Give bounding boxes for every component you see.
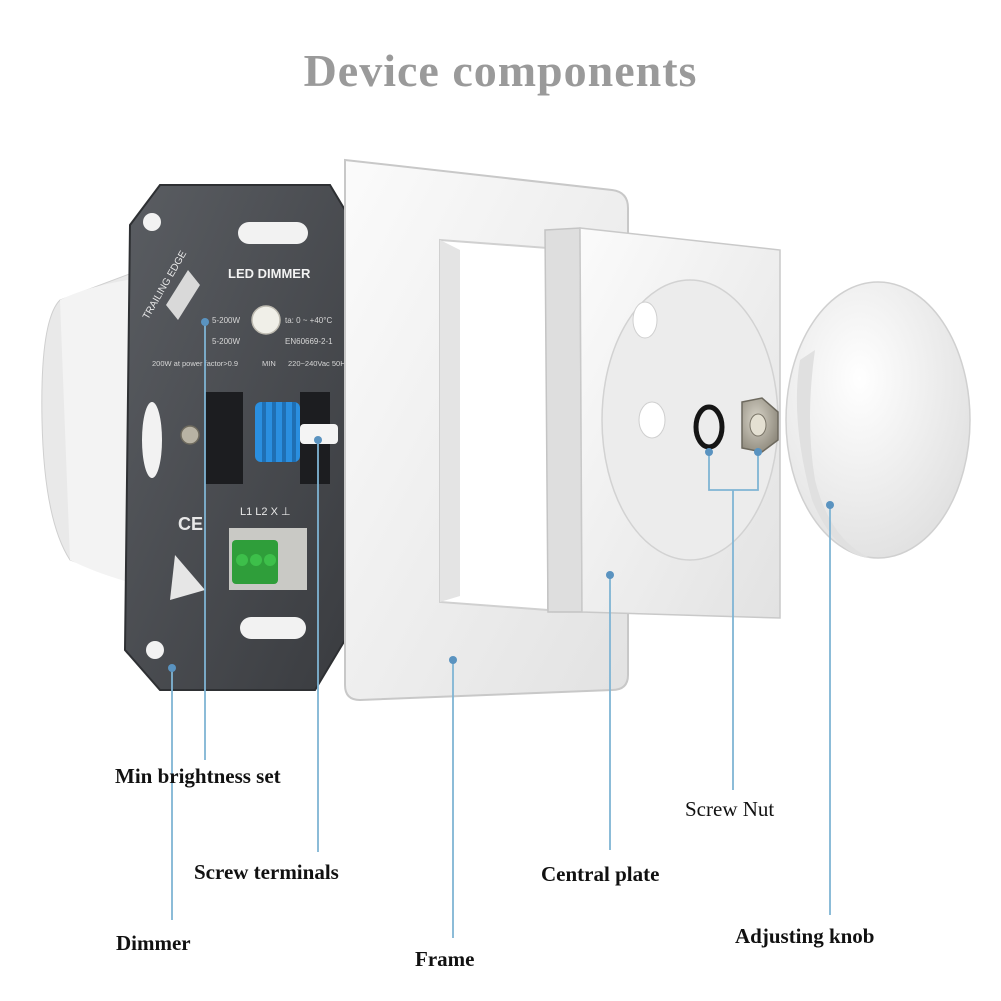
dimmer-terminal-text: L1 L2 X ⊥ <box>240 506 291 518</box>
dimmer-spec-1-right: ta: 0 ~ +40°C <box>285 316 332 325</box>
leader-dots <box>168 318 834 672</box>
dimmer-module <box>41 184 346 691</box>
dimmer-spec-2-left: 5-200W <box>212 337 240 346</box>
screw-nut <box>693 397 779 453</box>
label-central-plate: Central plate <box>541 862 660 886</box>
dimmer-spec-3-left: 200W at power factor>0.9 <box>152 359 238 368</box>
leader-lines <box>171 322 831 938</box>
label-screw-terminals: Screw terminals <box>194 860 339 884</box>
dimmer-spec-3-mid: MIN <box>262 359 276 368</box>
dimmer-brand-text: LED DIMMER <box>228 266 311 281</box>
label-adjusting-knob: Adjusting knob <box>735 924 875 948</box>
label-min-brightness: Min brightness set <box>115 764 281 788</box>
dimmer-spec-1-left: 5-200W <box>212 316 240 325</box>
dimmer-spec-2-right: EN60669-2-1 <box>285 337 333 346</box>
label-screw-nut: Screw Nut <box>685 797 775 821</box>
adjusting-knob <box>785 281 971 559</box>
label-frame: Frame <box>415 947 475 971</box>
dimmer-spec-3-right: 220~240Vac 50Hz <box>288 359 350 368</box>
ce-mark: CE <box>178 514 203 534</box>
diagram-title: Device components <box>303 45 698 96</box>
label-dimmer: Dimmer <box>116 931 191 955</box>
